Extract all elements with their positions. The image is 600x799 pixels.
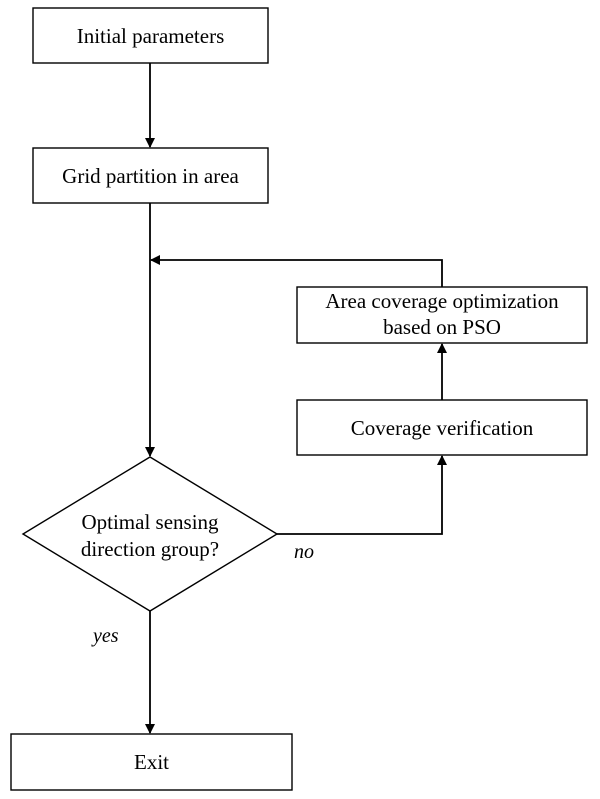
arrow-decision-no-to-verification bbox=[277, 455, 447, 535]
exit-node: Exit bbox=[10, 733, 293, 791]
pso-optimization-label-line1: Area coverage optimization bbox=[325, 289, 559, 313]
pso-optimization-node: Area coverage optimization based on PSO bbox=[296, 286, 588, 344]
exit-label: Exit bbox=[134, 750, 169, 774]
coverage-verification-label: Coverage verification bbox=[351, 416, 534, 440]
yes-edge-label: yes bbox=[91, 625, 119, 647]
decision-label-line2: direction group? bbox=[81, 537, 219, 561]
initial-parameters-label: Initial parameters bbox=[77, 24, 225, 48]
grid-partition-label: Grid partition in area bbox=[62, 164, 239, 188]
arrow-pso-loop-back bbox=[150, 255, 443, 287]
grid-partition-node: Grid partition in area bbox=[32, 147, 269, 204]
initial-parameters-node: Initial parameters bbox=[32, 7, 269, 64]
decision-label-line1: Optimal sensing bbox=[81, 510, 219, 534]
no-edge-label: no bbox=[294, 541, 314, 563]
pso-optimization-label-line2: based on PSO bbox=[383, 315, 501, 339]
coverage-verification-node: Coverage verification bbox=[296, 399, 588, 456]
decision-node: Optimal sensing direction group? bbox=[21, 456, 279, 612]
